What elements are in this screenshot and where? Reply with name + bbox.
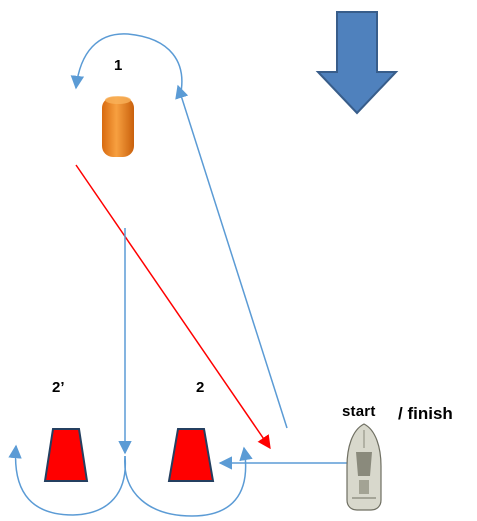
gate-2-label: 2 — [196, 379, 205, 396]
gate-2-prime-label: 2’ — [52, 379, 65, 396]
start-label: start — [342, 403, 376, 420]
finish-label: / finish — [398, 404, 453, 423]
motorboat-icon — [346, 423, 382, 511]
gate-2-prime-rounding-arc — [8, 444, 127, 516]
down-arrow-icon — [315, 11, 399, 115]
red-leg-line — [75, 164, 271, 450]
red-trapezoid-buoy-icon — [43, 428, 89, 482]
mark-1-rounding-arc — [70, 33, 183, 98]
mark-1-label: 1 — [114, 57, 123, 74]
gate-2-rounding-arc — [124, 446, 253, 517]
red-trapezoid-buoy-icon — [167, 428, 215, 482]
orange-buoy-icon — [102, 96, 134, 157]
upwind-leg-line — [175, 84, 288, 429]
